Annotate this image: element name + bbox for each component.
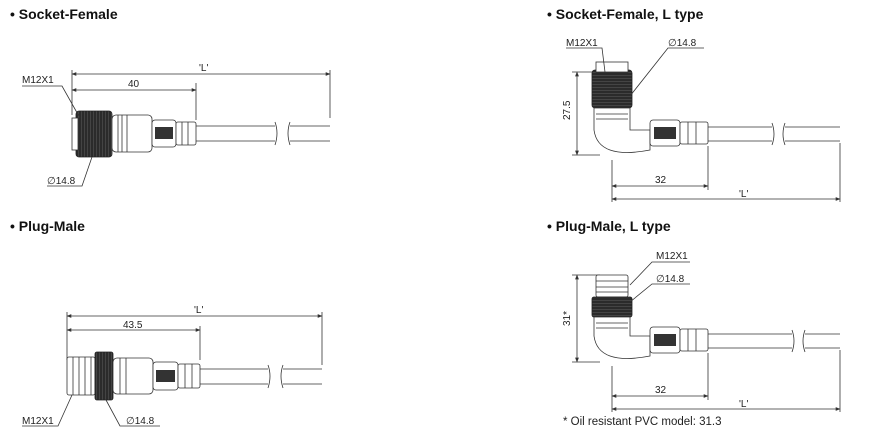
- socket-female-body-length-label: 40: [128, 79, 140, 90]
- oil-resistant-footnote: * Oil resistant PVC model: 31.3: [563, 416, 722, 428]
- plug-male-diameter-label: ∅14.8: [126, 416, 155, 427]
- plug-male-body-length-label: 43.5: [123, 320, 143, 331]
- plug-male-l-type-drawing: [572, 261, 841, 412]
- heading-plug-male: • Plug-Male: [10, 218, 85, 234]
- socket-female-l-height-label: 27.5: [562, 100, 573, 120]
- socket-female-thread-label: M12X1: [22, 75, 54, 86]
- plug-male-l-height-label: 31*: [562, 311, 573, 326]
- socket-female-l-type-drawing: [566, 47, 841, 202]
- socket-female-l-thread-label: M12X1: [566, 38, 598, 49]
- socket-female-l-overall-length-label: 'L': [739, 189, 748, 200]
- socket-female-l-body-length-label: 32: [655, 175, 667, 186]
- socket-female-drawing: [22, 70, 331, 187]
- plug-male-thread-label: M12X1: [22, 416, 54, 427]
- heading-socket-female-l-type: • Socket-Female, L type: [547, 6, 704, 22]
- heading-plug-male-l-type: • Plug-Male, L type: [547, 218, 671, 234]
- plug-male-l-body-length-label: 32: [655, 385, 667, 396]
- heading-socket-female: • Socket-Female: [10, 6, 118, 22]
- plug-male-drawing: [22, 312, 323, 427]
- socket-female-diameter-label: ∅14.8: [47, 176, 76, 187]
- plug-male-l-diameter-label: ∅14.8: [656, 274, 685, 285]
- plug-male-l-thread-label: M12X1: [656, 251, 688, 262]
- plug-male-overall-length-label: 'L': [194, 305, 203, 316]
- socket-female-overall-length-label: 'L': [199, 63, 208, 74]
- plug-male-l-overall-length-label: 'L': [739, 399, 748, 410]
- socket-female-l-diameter-label: ∅14.8: [668, 38, 697, 49]
